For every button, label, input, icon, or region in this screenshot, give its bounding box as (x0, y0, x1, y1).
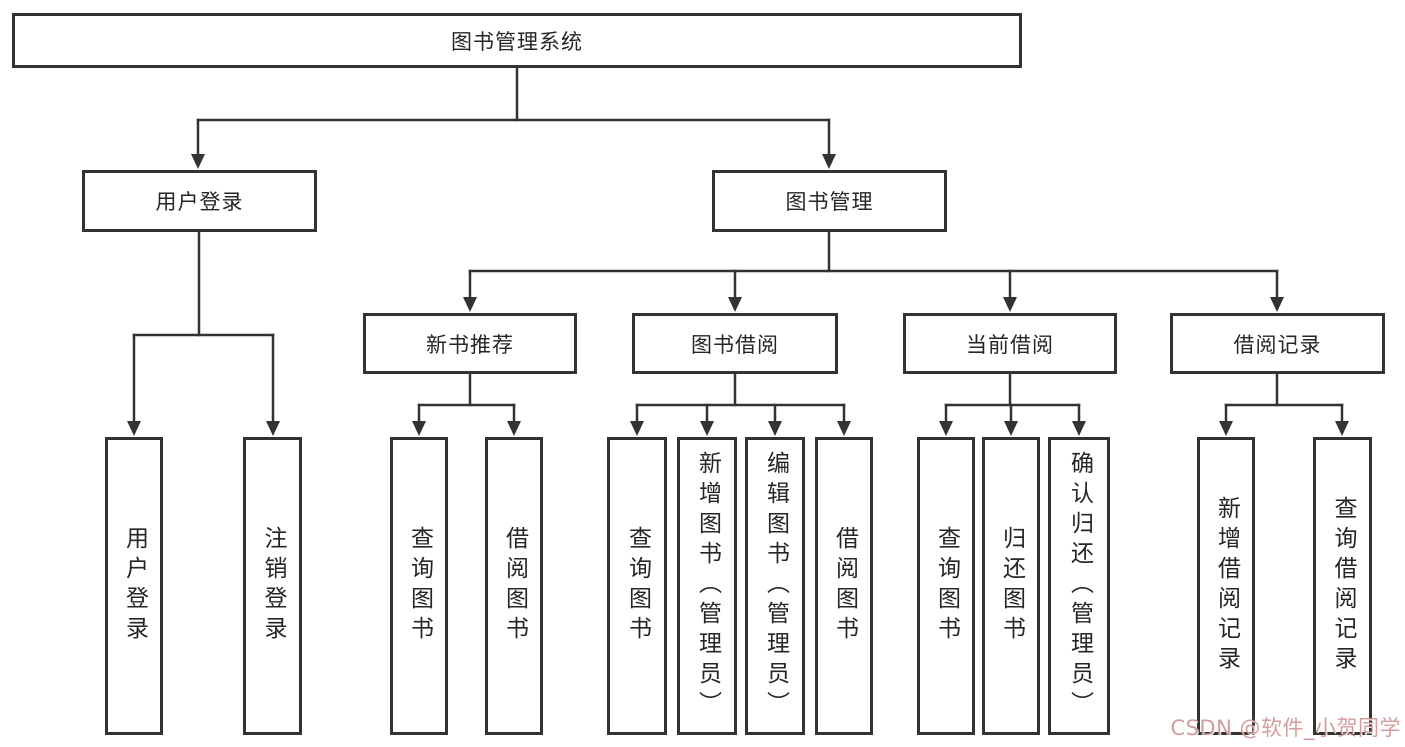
leaf-cb-query-books: 查询图书 (917, 437, 975, 735)
leaf-bb-borrow-books: 借阅图书 (815, 437, 873, 735)
leaf-label: 借阅图书 (831, 526, 858, 646)
node-library-management-system: 图书管理系统 (12, 13, 1022, 68)
leaf-cb-confirm-return-admin: 确认归还（管理员） (1048, 437, 1110, 735)
node-current-borrowing: 当前借阅 (903, 313, 1117, 374)
leaf-label: 查询借阅记录 (1330, 496, 1356, 676)
leaf-label: 归还图书 (998, 526, 1025, 646)
leaf-nb-borrow-books: 借阅图书 (485, 437, 543, 735)
leaf-rb-query-borrow-record: 查询借阅记录 (1313, 437, 1372, 735)
leaf-label: 确认归还（管理员） (1066, 451, 1093, 721)
leaf-bb-edit-books-admin: 编辑图书（管理员） (745, 437, 805, 735)
node-label: 图书管理系统 (451, 29, 583, 54)
node-book-management: 图书管理 (712, 170, 947, 232)
leaf-user-login: 用户登录 (105, 437, 163, 735)
node-new-book-recommend: 新书推荐 (363, 313, 577, 374)
node-user-login: 用户登录 (82, 170, 317, 232)
leaf-label: 用户登录 (121, 526, 148, 646)
leaf-nb-query-books: 查询图书 (390, 437, 448, 735)
leaf-label: 注销登录 (260, 526, 286, 646)
leaf-label: 借阅图书 (501, 526, 528, 646)
leaf-rb-add-borrow-record: 新增借阅记录 (1197, 437, 1255, 735)
leaf-label: 新增借阅记录 (1213, 496, 1240, 676)
node-label: 借阅记录 (1233, 332, 1322, 357)
leaf-label: 编辑图书（管理员） (762, 451, 789, 721)
leaf-logout: 注销登录 (243, 437, 302, 735)
node-label: 用户登录 (155, 190, 244, 214)
leaf-label: 新增图书（管理员） (694, 451, 721, 721)
leaf-label: 查询图书 (933, 526, 960, 646)
leaf-label: 查询图书 (624, 526, 651, 646)
node-borrowing-records: 借阅记录 (1170, 313, 1385, 374)
leaf-label: 查询图书 (406, 526, 433, 646)
node-book-borrowing: 图书借阅 (632, 313, 838, 374)
node-label: 新书推荐 (426, 332, 514, 357)
node-label: 图书管理 (785, 190, 874, 214)
node-label: 图书借阅 (691, 332, 779, 357)
leaf-bb-query-books: 查询图书 (607, 437, 667, 735)
leaf-bb-add-books-admin: 新增图书（管理员） (677, 437, 737, 735)
leaf-cb-return-books: 归还图书 (982, 437, 1040, 735)
node-label: 当前借阅 (966, 332, 1054, 357)
